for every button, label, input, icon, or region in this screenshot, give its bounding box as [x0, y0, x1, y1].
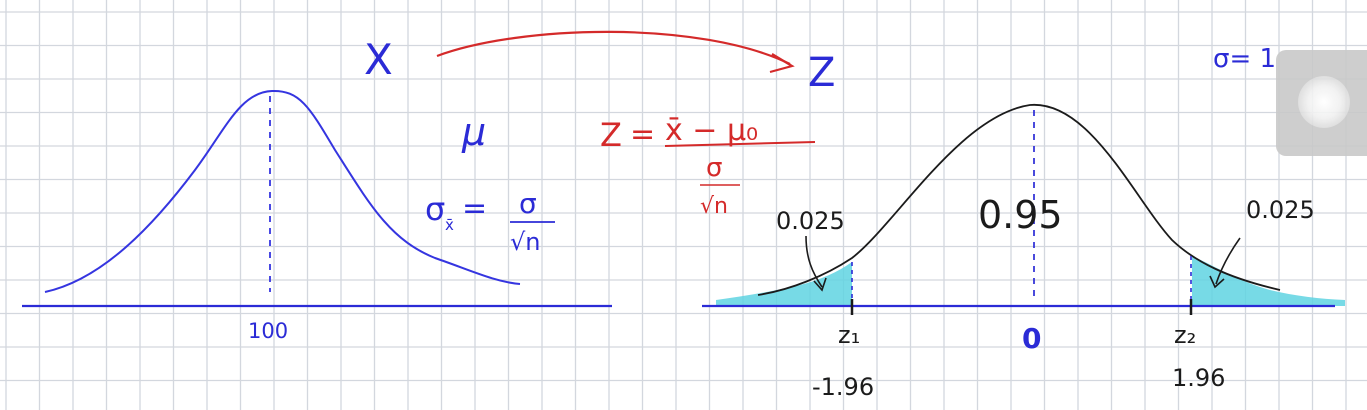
sigma-xbar-denominator: √n: [510, 228, 541, 256]
record-button-icon[interactable]: [1298, 76, 1350, 128]
z-formula-equals: =: [630, 117, 655, 152]
left-normal-distribution: 100: [22, 89, 612, 343]
center-area-label: 0.95: [978, 193, 1063, 237]
mu-symbol: μ: [461, 110, 486, 154]
standard-error-formula: σ x̄ = σ √n: [425, 187, 555, 256]
sigma-xbar-numerator: σ: [519, 187, 537, 220]
x-to-z-transform: X Z: [364, 30, 835, 96]
sigma-xbar-equals: =: [462, 191, 487, 226]
right-tail-shading: [1192, 256, 1345, 306]
z-formula-fraction-bar: [664, 141, 816, 147]
left-tail-pointer-arrowhead: [813, 277, 827, 292]
z-formula-denominator-sqrt-n: √n: [700, 194, 728, 219]
mu-symbol-group: μ: [461, 110, 486, 154]
left-tail-shading: [716, 262, 852, 306]
z2-label: z₂: [1174, 321, 1196, 349]
standard-normal-distribution: 0.95 0.025 0.025 0 z₁ z₂ -1.96 1.96: [702, 104, 1345, 401]
right-tail-area-label: 0.025: [1246, 196, 1315, 224]
z-label: Z: [808, 50, 835, 96]
z-formula-lhs: Z: [600, 116, 622, 154]
transform-arrowhead: [769, 53, 795, 74]
right-tail-pointer-arrowhead: [1209, 275, 1225, 289]
zero-label: 0: [1022, 322, 1041, 355]
right-tail-pointer-arrow: [1215, 237, 1241, 285]
z2-value: 1.96: [1172, 364, 1225, 392]
z1-value: -1.96: [812, 373, 874, 401]
x-label: X: [364, 35, 393, 84]
left-tail-pointer-arrow: [805, 235, 823, 288]
sigma-xbar-lhs: σ: [425, 190, 445, 228]
z-score-formula: Z = x̄ − μ₀ σ √n: [600, 113, 816, 219]
sigma-xbar-subscript: x̄: [445, 216, 454, 234]
left-mean-label: 100: [248, 319, 288, 343]
left-tail-area-label: 0.025: [776, 207, 845, 235]
sigma-equals-one: σ= 1: [1213, 44, 1276, 74]
recording-widget[interactable]: [1276, 50, 1367, 156]
standard-bell-curve: [757, 104, 1281, 296]
z1-label: z₁: [838, 321, 860, 349]
z-formula-denominator-sigma: σ: [706, 153, 722, 183]
transform-arrow: [436, 30, 791, 65]
z-formula-numerator: x̄ − μ₀: [665, 113, 758, 148]
left-bell-curve: [44, 89, 521, 293]
